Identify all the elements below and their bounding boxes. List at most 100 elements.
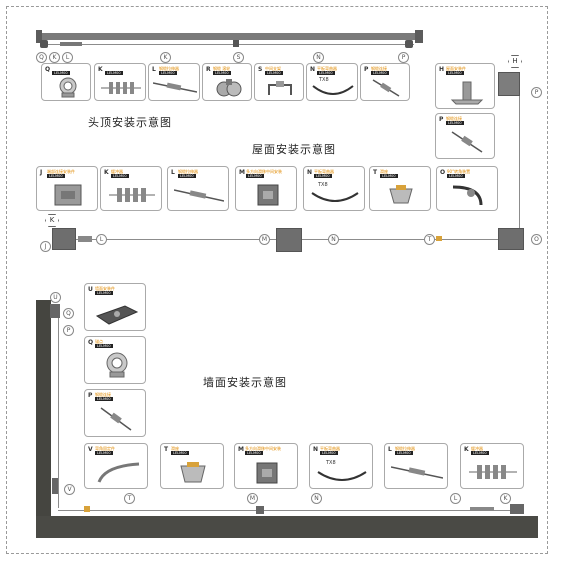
overhead-tensioner	[60, 42, 82, 46]
card-letter: L	[171, 169, 175, 176]
card-code: LELM00	[95, 451, 113, 455]
ceiling-beam-cap-left	[36, 30, 42, 43]
marker-l: L	[62, 52, 73, 63]
card-code: LELM00	[371, 71, 389, 75]
card-wall-t: T 滑座 LELM00	[160, 443, 224, 489]
corner-device-icon	[452, 185, 483, 206]
roof-mid-bracket-m	[276, 228, 302, 252]
card-top-s: S 中间支架 LELM00	[254, 63, 304, 101]
tx-note: TX8	[319, 77, 329, 83]
card-letter: P	[439, 116, 444, 123]
card-name: 滑座	[171, 446, 179, 451]
card-wall-n: N 平板弯曲器 LELM00 TX8	[309, 443, 373, 489]
card-code: LELM00	[105, 71, 123, 75]
marker-l-wall: L	[450, 493, 461, 504]
card-letter: M	[239, 169, 245, 176]
shock-absorber-icon	[469, 465, 517, 479]
card-code: LELM00	[314, 174, 332, 178]
card-right-p: P 钢缆连接 LELM00	[435, 113, 495, 159]
card-letter: J	[40, 169, 43, 176]
marker-j: J	[40, 241, 51, 252]
marker-m-wall: M	[247, 493, 258, 504]
card-code: LELM00	[171, 451, 189, 455]
wall-column	[36, 300, 51, 516]
card-name: 缓冲器	[471, 446, 483, 451]
card-letter: Q	[45, 66, 51, 73]
card-letter: K	[464, 446, 469, 453]
card-name: 钢缆拉伸器	[395, 446, 415, 451]
marker-k2: K	[160, 52, 171, 63]
card-wall-l: L 钢缆拉伸器 LELM00	[384, 443, 448, 489]
floor-slide-t	[84, 506, 90, 512]
card-name: 屋面安装件	[446, 66, 466, 71]
card-code: LELM00	[213, 71, 231, 75]
card-wall-q: Q 锚点 LELM00	[84, 336, 146, 384]
card-wall-m: M 多方向滑移中间安装 LELM00	[234, 443, 298, 489]
card-name: 弯角固定件	[95, 446, 115, 451]
marker-t-roof: T	[424, 234, 435, 245]
card-name: 钢缆拉伸器	[178, 169, 198, 174]
bend-cable-icon	[317, 471, 367, 481]
card-letter: Q	[88, 339, 94, 346]
floor-slab	[36, 516, 538, 538]
card-code: LELM00	[380, 174, 398, 178]
marker-t-wall: T	[124, 493, 135, 504]
card-code: LELM00	[111, 174, 129, 178]
card-code: LELM00	[395, 451, 413, 455]
wall-cable-vertical	[58, 318, 59, 508]
tx-note: TX8	[318, 182, 328, 188]
cable-connector-icon	[100, 407, 132, 431]
cable-connector-icon	[372, 79, 400, 97]
card-roof-j: J 端部连接安装件 LELM00	[36, 166, 98, 211]
wall-cable-horizontal	[58, 510, 518, 511]
cable-connector-icon	[451, 131, 483, 153]
card-code: LELM00	[317, 71, 335, 75]
slide-seat-icon	[389, 185, 413, 204]
card-letter: L	[388, 446, 392, 453]
corner-fixer-icon	[97, 462, 140, 483]
card-top-q: Q LELM00	[41, 63, 91, 101]
card-wall-v: V 弯角固定件 LELM00	[84, 443, 148, 489]
card-letter: U	[88, 286, 93, 293]
card-code: LELM00	[471, 451, 489, 455]
title-roof: 屋面安装示意图	[252, 143, 336, 156]
marker-n-wall: N	[311, 493, 322, 504]
marker-u: U	[50, 292, 61, 303]
card-name: 钢缆连接	[371, 66, 387, 71]
bend-cable-icon	[312, 85, 354, 95]
page-border	[6, 6, 548, 554]
card-code: LELM00	[95, 344, 113, 348]
title-wall: 墙面安装示意图	[203, 376, 287, 389]
marker-p-right: P	[531, 87, 542, 98]
card-code: LELM00	[447, 174, 465, 178]
card-name: 90°转角装置	[447, 169, 471, 174]
card-letter: R	[206, 66, 211, 73]
title-top: 头顶安装示意图	[88, 116, 172, 129]
card-letter: P	[364, 66, 369, 73]
floor-bracket-m	[256, 506, 264, 514]
shock-absorber-icon	[109, 188, 155, 202]
card-code: LELM00	[95, 291, 113, 295]
slide-seat-icon	[180, 462, 206, 483]
card-name: 钢缆连接	[446, 116, 462, 121]
cable-tensioner-icon	[174, 189, 224, 202]
card-letter: M	[238, 446, 244, 453]
card-letter: V	[88, 446, 93, 453]
cable-tensioner-icon	[391, 466, 443, 479]
roof-post-h	[498, 72, 520, 96]
card-letter: K	[98, 66, 103, 73]
card-name: 滑座	[380, 169, 388, 174]
floor-tensioner-l	[470, 507, 494, 511]
mid-bracket-icon	[268, 81, 292, 95]
marker-q-wall: Q	[63, 308, 74, 319]
card-letter: P	[88, 392, 93, 399]
cable-tensioner-icon	[153, 82, 197, 93]
card-name: 钢缆连接	[95, 392, 111, 397]
shock-absorber-icon	[101, 82, 141, 94]
card-code: LELM00	[245, 451, 263, 455]
card-name: 端部连接安装件	[47, 169, 75, 174]
card-code: LELM00	[52, 71, 70, 75]
card-letter: T	[164, 446, 169, 453]
floor-anchor-k	[510, 504, 524, 514]
wall-plate-icon	[95, 305, 139, 325]
